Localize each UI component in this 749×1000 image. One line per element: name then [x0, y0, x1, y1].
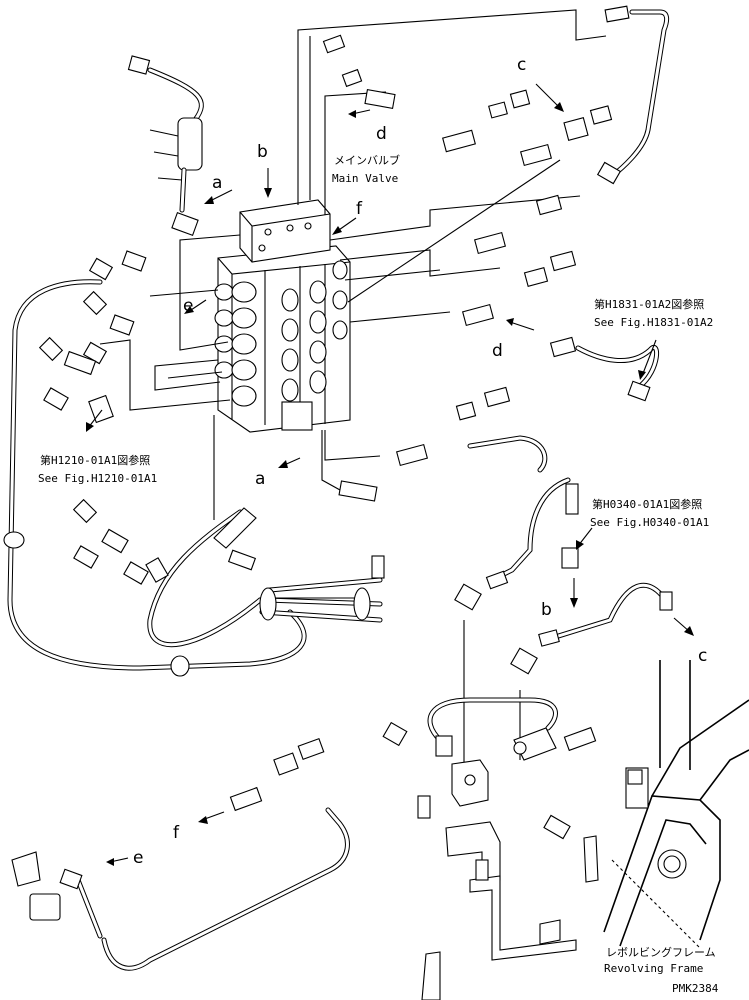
top-left-hose — [147, 67, 204, 213]
main-valve-label-jp: メインバルブ — [334, 154, 400, 167]
hose-routing-lines — [99, 9, 607, 780]
right-middle-hose — [575, 345, 660, 402]
callout-d-middle: d — [492, 341, 503, 361]
top-right-hose — [596, 5, 670, 185]
fittings — [38, 34, 613, 890]
main-valve-block — [214, 199, 351, 433]
reference-h1831-jp: 第H1831-01A2図参照 — [594, 298, 705, 311]
centre-hose — [467, 435, 579, 590]
lower-right-hose — [538, 582, 673, 647]
reference-h1210-en: See Fig.H1210-01A1 — [38, 472, 158, 485]
solenoid-hose — [427, 697, 558, 761]
drawing-code: PMK2384 — [672, 982, 719, 995]
solenoid-bracket — [421, 759, 577, 1000]
callout-a-top: a — [212, 173, 223, 193]
callout-c-top: c — [517, 55, 527, 75]
callout-e-bottom: e — [133, 848, 144, 868]
callout-a-bottom: a — [255, 469, 266, 489]
main-valve-label-en: Main Valve — [332, 172, 399, 185]
callout-b-top: b — [257, 142, 268, 162]
hose-loop — [3, 279, 383, 677]
reference-h1210-jp: 第H1210-01A1図参照 — [40, 454, 151, 467]
revolving-frame-label-en: Revolving Frame — [604, 962, 704, 975]
callout-f-top: f — [356, 199, 362, 219]
callout-b-right: b — [541, 600, 552, 620]
arrows — [86, 83, 694, 866]
callout-d-top: d — [376, 124, 387, 144]
callout-f-bottom: f — [173, 823, 179, 843]
reference-h0340-jp: 第H0340-01A1図参照 — [592, 498, 703, 511]
frame-leader — [611, 859, 701, 949]
callout-e-left: e — [183, 296, 194, 316]
reference-h0340-en: See Fig.H0340-01A1 — [590, 516, 710, 529]
callout-c-right: c — [698, 646, 708, 666]
revolving-frame-label-jp: レボルビングフレーム — [606, 946, 716, 959]
revolving-frame — [583, 660, 749, 947]
lower-left-pipe — [11, 807, 350, 971]
reference-h1831-en: See Fig.H1831-01A2 — [594, 316, 714, 329]
